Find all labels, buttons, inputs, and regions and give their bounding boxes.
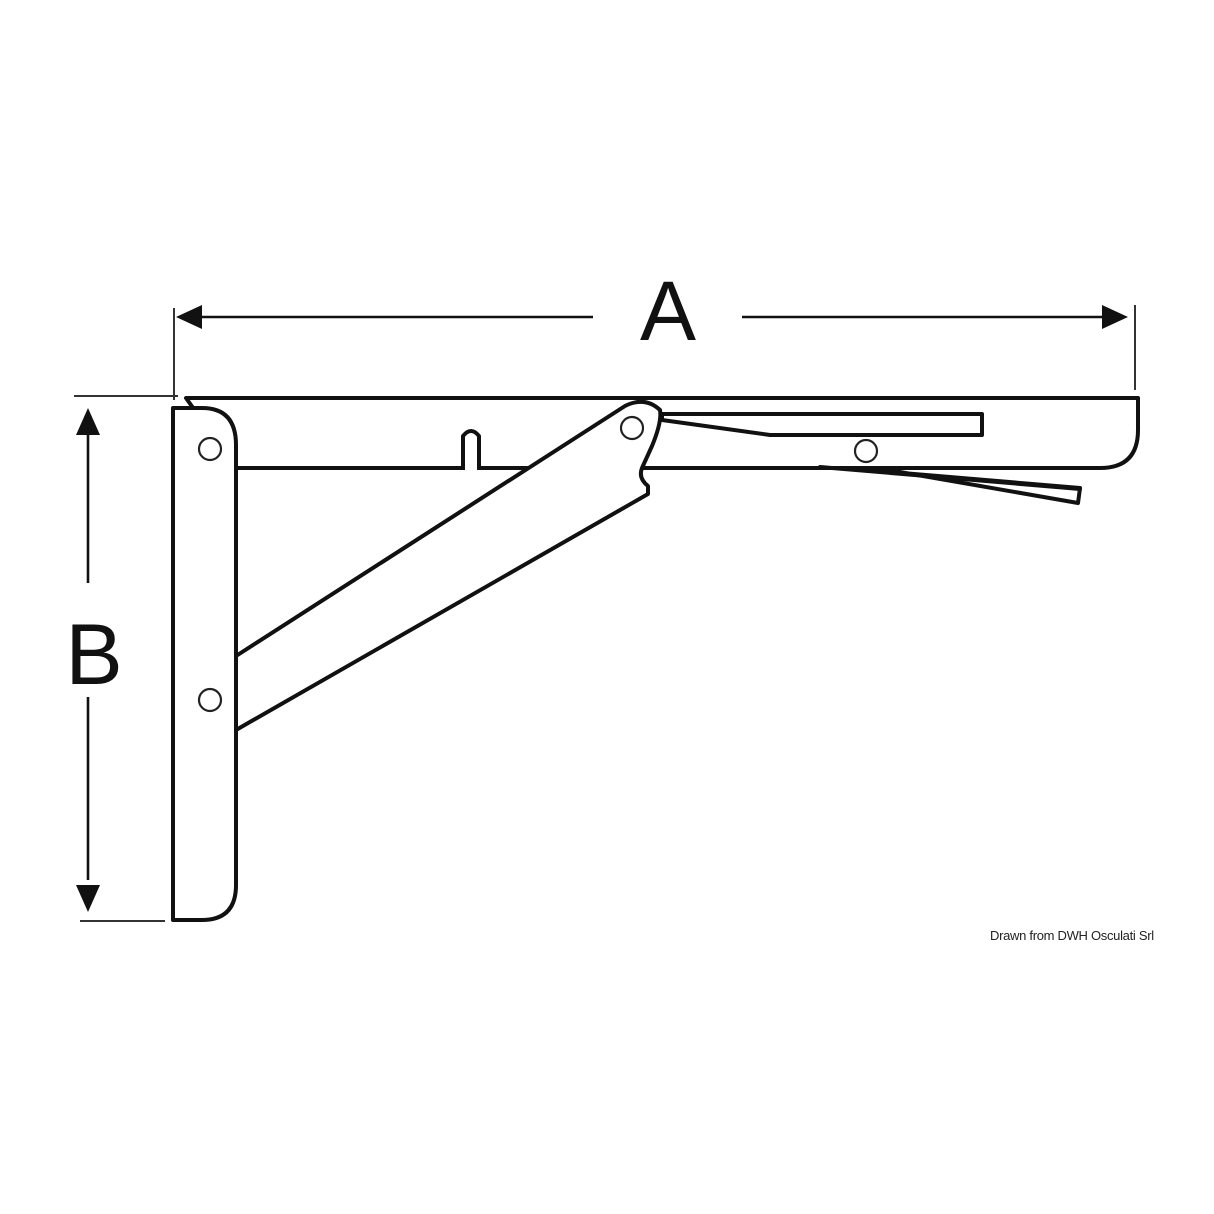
arrow-up-icon [76,408,100,435]
dimension-label-b: B [65,607,122,703]
diagonal-brace [234,399,663,732]
arrow-right-icon [1102,305,1128,329]
pivot-hole-top [197,436,223,462]
dimension-b: B [65,395,178,922]
drawing-credit: Drawn from DWH Osculati Srl [990,928,1154,943]
pivot-hole-brace [619,415,645,441]
dimension-a: A [173,264,1136,400]
shelf-arm [184,396,1140,470]
arrow-down-icon [76,885,100,912]
notch-tab [461,429,481,470]
pivot-hole-middle [197,687,223,713]
wall-plate [171,406,238,922]
arrow-left-icon [176,305,202,329]
dimension-label-a: A [640,264,696,358]
pivot-hole-lever [853,438,879,464]
release-lever-edge [818,465,1082,491]
